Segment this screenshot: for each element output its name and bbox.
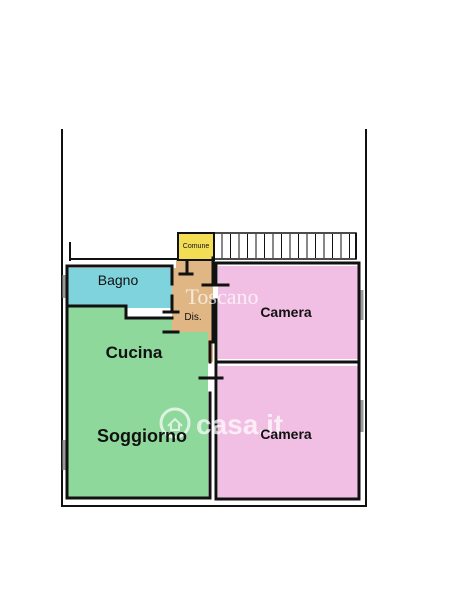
camera-top-fill — [218, 266, 358, 359]
camera-bottom-fill — [218, 366, 358, 498]
casa-house-icon — [167, 417, 183, 431]
casa-watermark: casa.it — [196, 409, 283, 440]
bagno-fill — [68, 268, 172, 308]
camera-bottom-label: Camera — [260, 426, 312, 442]
camera-top-label: Camera — [260, 304, 312, 320]
dis-label: Dis. — [184, 312, 201, 323]
casa-logo: casa.it — [159, 407, 283, 440]
comune-label: Comune — [183, 243, 210, 250]
comune-fill — [178, 234, 213, 259]
soggiorno-label: Soggiorno — [97, 426, 187, 446]
staircase — [213, 232, 357, 260]
bagno-label: Bagno — [98, 272, 139, 288]
room-labels: Bagno Cucina Soggiorno Dis. Comune Camer… — [97, 243, 312, 446]
casa-logo-icon — [159, 407, 191, 439]
bagno-bottom-wall — [65, 304, 174, 320]
room-fills — [68, 234, 358, 498]
agency-watermark: Toscano — [186, 284, 259, 309]
living-area-fill — [68, 306, 208, 497]
windows — [62, 275, 364, 470]
walls — [61, 129, 367, 507]
stair-treads — [221, 234, 350, 258]
staircase-outline — [213, 232, 357, 260]
cucina-label: Cucina — [106, 343, 163, 362]
watermark-group: Toscano casa.it — [159, 284, 283, 440]
